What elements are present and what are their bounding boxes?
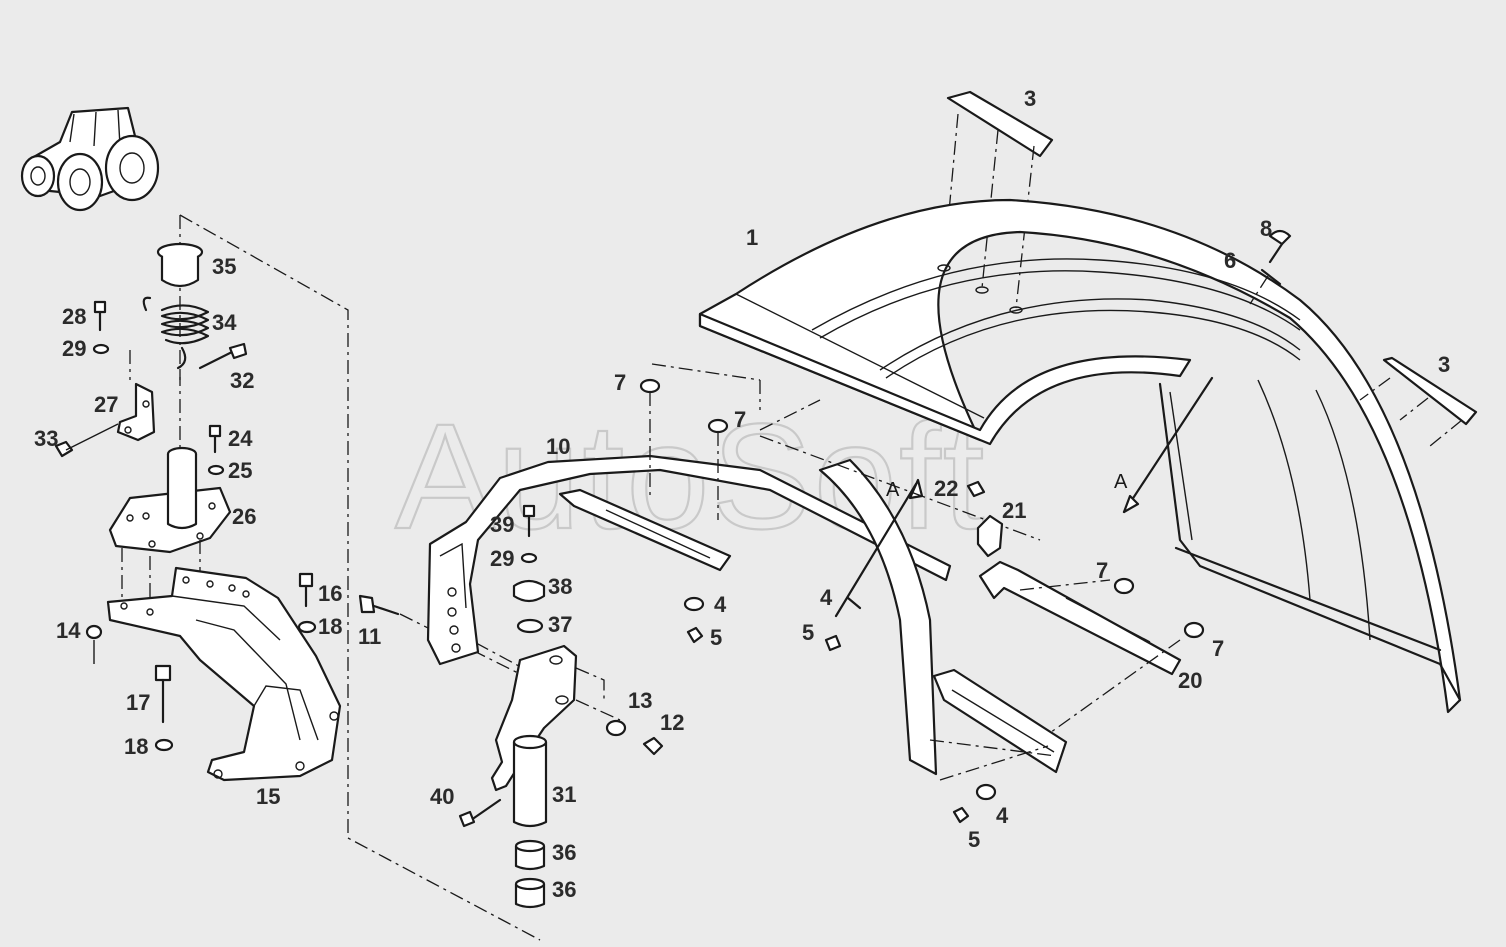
callout-5: 5 — [802, 620, 814, 645]
pivot-bracket-assembly — [54, 214, 541, 941]
callout-29: 29 — [62, 336, 86, 361]
callout-4: 4 — [820, 585, 833, 610]
callout-29: 29 — [490, 546, 514, 571]
arm-assembly — [358, 454, 952, 909]
callout-7: 7 — [1212, 636, 1224, 661]
center-fasteners — [558, 363, 821, 644]
callout-36: 36 — [552, 877, 576, 902]
callout-25: 25 — [228, 458, 252, 483]
callout-labels: 1 3 3 4 4 4 5 5 5 6 7 7 7 7 8 10 11 12 1… — [34, 86, 1450, 902]
callout-18: 18 — [124, 734, 148, 759]
callout-3: 3 — [1024, 86, 1036, 111]
callout-31: 31 — [552, 782, 576, 807]
callout-6: 6 — [1224, 248, 1236, 273]
callout-28: 28 — [62, 304, 86, 329]
callout-12: 12 — [660, 710, 684, 735]
callout-10: 10 — [546, 434, 570, 459]
view-marker-a: A — [886, 479, 900, 501]
fender-assembly — [698, 90, 1478, 824]
callout-16: 16 — [318, 581, 342, 606]
callout-33: 33 — [34, 426, 58, 451]
callout-14: 14 — [56, 618, 81, 643]
callout-40: 40 — [430, 784, 454, 809]
callout-22: 22 — [934, 476, 958, 501]
callout-7: 7 — [734, 407, 746, 432]
callout-32: 32 — [230, 368, 254, 393]
callout-5: 5 — [968, 827, 980, 852]
callout-20: 20 — [1178, 668, 1202, 693]
callout-26: 26 — [232, 504, 256, 529]
callout-38: 38 — [548, 574, 572, 599]
callout-7: 7 — [1096, 558, 1108, 583]
callout-37: 37 — [548, 612, 572, 637]
view-marker-a: A — [1114, 471, 1128, 493]
callout-34: 34 — [212, 310, 237, 335]
callout-13: 13 — [628, 688, 652, 713]
callout-24: 24 — [228, 426, 253, 451]
callout-1: 1 — [746, 225, 758, 250]
callout-7: 7 — [614, 370, 626, 395]
callout-3: 3 — [1438, 352, 1450, 377]
tractor-icon — [20, 106, 160, 212]
callout-4: 4 — [996, 803, 1009, 828]
callout-35: 35 — [212, 254, 236, 279]
callout-18: 18 — [318, 614, 342, 639]
callout-17: 17 — [126, 690, 150, 715]
callout-15: 15 — [256, 784, 280, 809]
callout-27: 27 — [94, 392, 118, 417]
callout-8: 8 — [1260, 216, 1272, 241]
callout-36: 36 — [552, 840, 576, 865]
callout-21: 21 — [1002, 498, 1026, 523]
callout-39: 39 — [490, 512, 514, 537]
callout-11: 11 — [358, 624, 381, 649]
callout-5: 5 — [710, 625, 722, 650]
callout-4: 4 — [714, 592, 727, 617]
